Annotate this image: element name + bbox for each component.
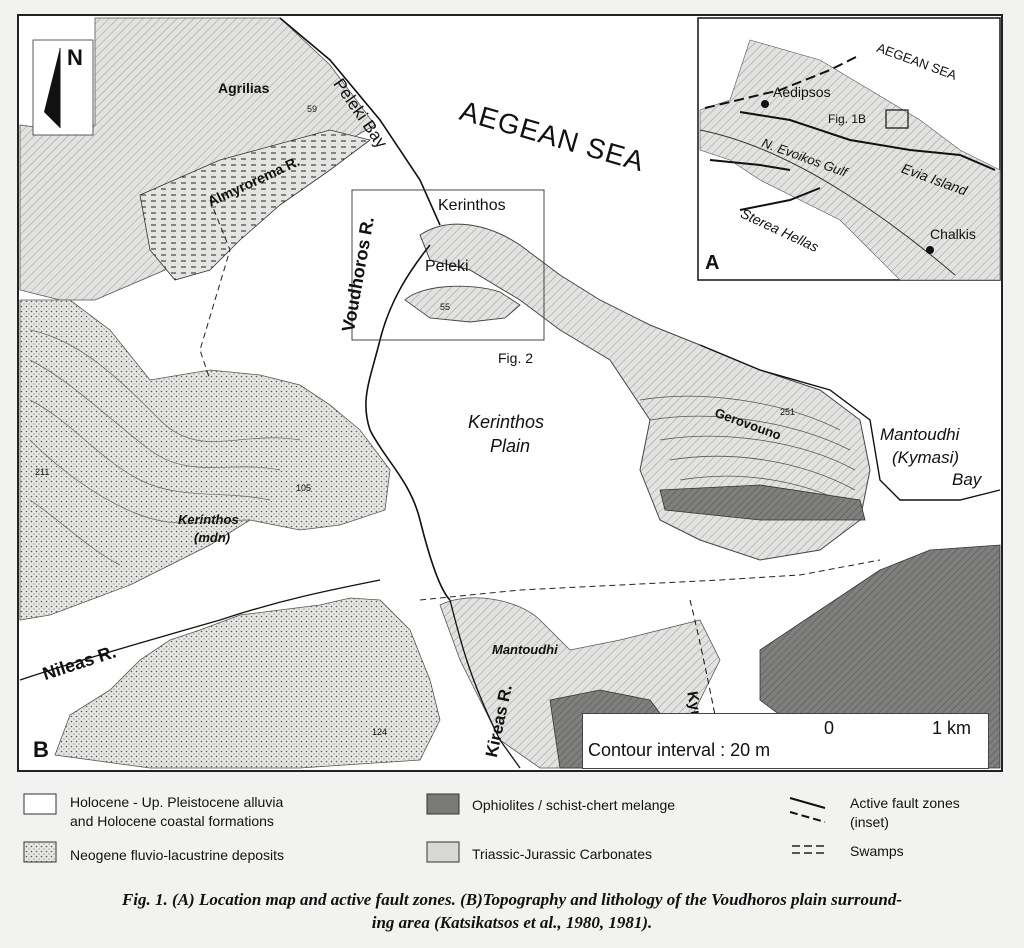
north-arrow-box <box>32 39 94 136</box>
west-contours <box>29 329 301 566</box>
elevation-55: 55 <box>440 302 451 312</box>
legend-swatch-ophiolite <box>426 793 460 815</box>
label-peleki: Peleki <box>425 258 469 275</box>
caption-line-2: ing area (Katsikatsos et al., 1980, 1981… <box>371 913 653 932</box>
legend-swatch-alluvia <box>23 793 57 815</box>
nileas-river <box>19 579 381 681</box>
label-kerinthos-plain-1: Kerinthos <box>468 412 545 432</box>
east-coastline <box>699 344 1001 501</box>
voudhoros-river <box>365 244 451 601</box>
legend-swamp-icon <box>792 845 824 854</box>
inset-label-panel-a: A <box>705 252 720 274</box>
legend-swamps: Swamps <box>850 843 904 859</box>
legend-swatch-carbonate <box>426 841 460 863</box>
scale-box <box>582 713 989 769</box>
fig2-box <box>351 189 545 341</box>
label-panel-b: B <box>33 737 49 762</box>
inset-fig1b-box <box>885 109 909 129</box>
label-kerinthos-plain-2: Plain <box>490 436 531 456</box>
inset-gulf <box>699 129 956 276</box>
legend-fault-icon <box>789 797 826 809</box>
scale-contour-interval: Contour interval : 20 m <box>588 740 771 760</box>
plain-dashed-track <box>419 559 881 601</box>
north-arrow-icon <box>44 48 60 128</box>
legend-carbonates: Triassic-Jurassic Carbonates <box>472 846 652 862</box>
elevation-105: 105 <box>296 483 312 493</box>
label-mantoudhi: Mantoudhi <box>492 642 558 657</box>
south-neogene-hills <box>54 597 441 769</box>
aedipsos-dot <box>761 100 769 108</box>
label-kerinthos-town: Kerinthos <box>438 197 506 214</box>
almyrorema-swamp <box>139 129 371 281</box>
inset-label-aedipsos: Aedipsos <box>773 84 831 100</box>
label-mantoudhi-bay-1: Mantoudhi <box>880 425 960 444</box>
caption-line-1: Fig. 1. (A) Location map and active faul… <box>121 890 903 909</box>
elevation-211: 211 <box>35 467 50 477</box>
legend-neogene: Neogene fluvio-lacustrine deposits <box>70 847 285 863</box>
inset-fault-4 <box>739 187 821 211</box>
label-kerinthos-mdn-1: Kerinthos <box>178 512 239 527</box>
inset-fault-2 <box>739 111 996 171</box>
legend-alluvia-line1: Holocene - Up. Pleistocene alluvia <box>70 794 284 810</box>
chalkis-dot <box>926 246 934 254</box>
kireas-river <box>449 599 521 769</box>
inset-label-chalkis: Chalkis <box>930 226 976 242</box>
legend-swatch-neogene <box>23 841 57 863</box>
elevation-59: 59 <box>307 104 318 114</box>
ophiolite-band <box>659 484 866 521</box>
legend-ophiolites: Ophiolites / schist-chert melange <box>472 797 676 813</box>
label-kerinthos-mdn-2: (mdn) <box>194 530 231 545</box>
scale-zero: 0 <box>824 718 835 738</box>
peleki-hill <box>404 285 521 323</box>
kymasi-river <box>689 599 721 741</box>
coastline <box>279 17 441 226</box>
legend-faults-line2: (inset) <box>850 814 889 830</box>
scale-one-km: 1 km <box>932 718 972 738</box>
figure-caption: Fig. 1. (A) Location map and active faul… <box>0 888 1024 934</box>
legend-faults-line1: Active fault zones <box>850 795 960 811</box>
label-north: N <box>67 45 83 70</box>
label-mantoudhi-bay-2: (Kymasi) <box>892 448 960 467</box>
label-agrilias: Agrilias <box>218 80 270 96</box>
inset-fault-1 <box>704 54 861 109</box>
label-fig2: Fig. 2 <box>498 350 534 366</box>
west-neogene-hills <box>19 299 391 621</box>
inset-fault-3 <box>709 159 791 171</box>
gerovouno-contours <box>639 395 856 506</box>
elevation-251: 251 <box>780 407 796 417</box>
inset-label-fig1b: Fig. 1B <box>828 112 867 126</box>
elevation-124: 124 <box>372 727 388 737</box>
label-mantoudhi-bay-3: Bay <box>952 470 982 489</box>
legend-alluvia-line2: and Holocene coastal formations <box>70 813 274 829</box>
northwest-dashed-track <box>199 199 231 381</box>
